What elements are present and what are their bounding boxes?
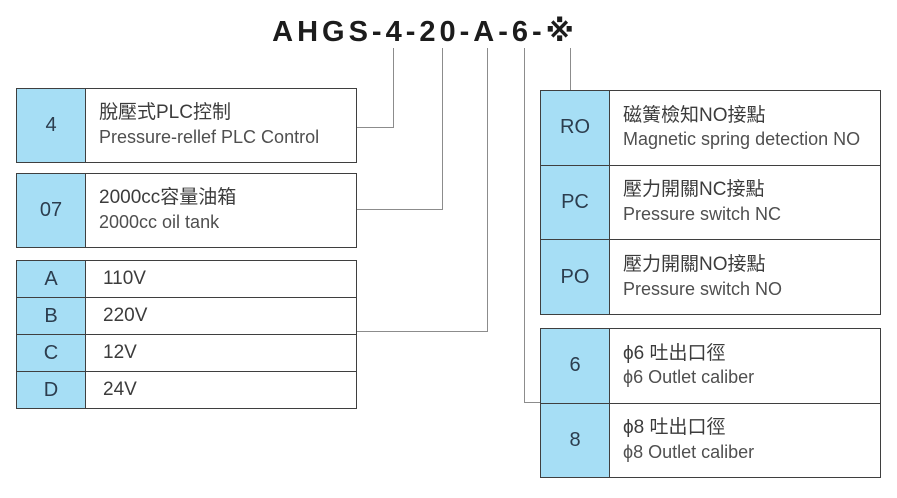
row-desc: 壓力開關NO接點 Pressure switch NO xyxy=(610,240,880,314)
connector-segment-6-vertical xyxy=(524,48,525,402)
connector-segment-star-vertical xyxy=(570,48,571,91)
code-key-cell: 6 xyxy=(541,329,610,403)
code-key-cell: 07 xyxy=(17,174,86,247)
connector-segment-4-horizontal xyxy=(357,127,394,128)
row-desc: 2000cc容量油箱 2000cc oil tank xyxy=(86,174,356,247)
connector-segment-6-horizontal xyxy=(524,402,541,403)
connector-segment-4-vertical xyxy=(393,48,394,127)
row-value: 24V xyxy=(103,379,137,400)
desc-line-en: ϕ6 Outlet caliber xyxy=(623,367,755,388)
desc-line-en: Pressure-rellef PLC Control xyxy=(99,127,320,148)
table-row: B 220V xyxy=(17,297,356,334)
table-row: D 24V xyxy=(17,371,356,408)
code-key-cell: 4 xyxy=(17,89,86,162)
desc-line-zh: ϕ8 吐出口徑 xyxy=(623,417,726,439)
table-row: 6 ϕ6 吐出口徑 ϕ6 Outlet caliber xyxy=(541,329,880,403)
table-voltage-options: A 110V B 220V C 12V D 24V xyxy=(16,260,357,409)
desc-line-en: Magnetic spring detection NO xyxy=(623,129,861,150)
desc-line-en: 2000cc oil tank xyxy=(99,212,220,233)
desc-line-en: Pressure switch NO xyxy=(623,278,783,299)
desc-line-zh: 磁簧檢知NO接點 xyxy=(623,104,766,126)
row-desc: 磁簧檢知NO接點 Magnetic spring detection NO xyxy=(610,91,880,165)
code-key-cell: PO xyxy=(541,240,610,315)
desc-line-zh: 壓力開關NC接點 xyxy=(623,179,765,201)
connector-segment-a-horizontal xyxy=(357,331,488,332)
desc-line-zh: 壓力開關NO接點 xyxy=(623,254,766,276)
connector-segment-20-vertical xyxy=(442,48,443,209)
code-key-cell: PC xyxy=(541,165,610,240)
desc-line-zh: 脫壓式PLC控制 xyxy=(99,102,231,124)
code-key-cell: B xyxy=(17,298,86,334)
table-row: C 12V xyxy=(17,334,356,371)
row-desc: 脫壓式PLC控制 Pressure-rellef PLC Control xyxy=(86,89,356,162)
table-row: A 110V xyxy=(17,261,356,297)
table-row: 4 脫壓式PLC控制 Pressure-rellef PLC Control xyxy=(17,89,356,162)
desc-line-zh: ϕ6 吐出口徑 xyxy=(623,342,726,364)
desc-line-zh: 2000cc容量油箱 xyxy=(99,187,237,209)
table-row: 07 2000cc容量油箱 2000cc oil tank xyxy=(17,174,356,247)
table-row: PO 壓力開關NO接點 Pressure switch NO xyxy=(541,239,880,315)
table-switch-options: RO 磁簧檢知NO接點 Magnetic spring detection NO… xyxy=(540,90,881,315)
code-key-cell: 8 xyxy=(541,403,610,477)
code-key-cell: A xyxy=(17,261,86,297)
connector-segment-20-horizontal xyxy=(357,209,443,210)
model-code-title: AHGS-4-20-A-6-※ xyxy=(272,16,578,48)
row-desc: ϕ8 吐出口徑 ϕ8 Outlet caliber xyxy=(610,404,880,478)
code-key-cell: D xyxy=(17,372,86,408)
row-value: 12V xyxy=(103,342,137,363)
table-row: RO 磁簧檢知NO接點 Magnetic spring detection NO xyxy=(541,91,880,165)
row-desc: 壓力開關NC接點 Pressure switch NC xyxy=(610,166,880,240)
code-key-cell: RO xyxy=(541,91,610,165)
connector-segment-a-vertical xyxy=(487,48,488,331)
table-oil-tank: 07 2000cc容量油箱 2000cc oil tank xyxy=(16,173,357,248)
desc-line-en: ϕ8 Outlet caliber xyxy=(623,441,755,462)
table-row: PC 壓力開關NC接點 Pressure switch NC xyxy=(541,164,880,240)
row-value: 110V xyxy=(103,268,146,289)
code-key-cell: C xyxy=(17,335,86,371)
table-plc-control: 4 脫壓式PLC控制 Pressure-rellef PLC Control xyxy=(16,88,357,163)
desc-line-en: Pressure switch NC xyxy=(623,204,782,225)
row-value: 220V xyxy=(103,305,148,326)
table-outlet-caliber: 6 ϕ6 吐出口徑 ϕ6 Outlet caliber 8 ϕ8 吐出口徑 ϕ8… xyxy=(540,328,881,478)
row-desc: ϕ6 吐出口徑 ϕ6 Outlet caliber xyxy=(610,329,880,403)
table-row: 8 ϕ8 吐出口徑 ϕ8 Outlet caliber xyxy=(541,402,880,478)
